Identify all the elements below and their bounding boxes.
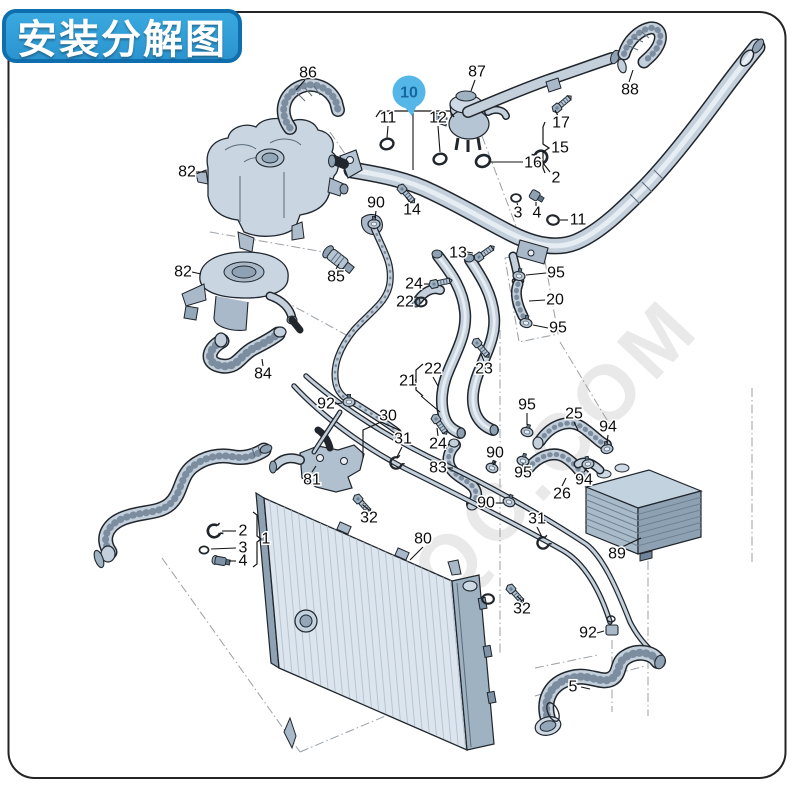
part-label-17: 17 [552, 115, 570, 132]
part-label-92: 92 [579, 625, 597, 642]
part-label-32: 32 [513, 601, 531, 618]
expansion-tank-82 [195, 117, 349, 253]
part-label-26: 26 [553, 486, 571, 503]
part-label-82: 82 [174, 264, 192, 281]
part-label-88: 88 [621, 82, 639, 99]
part-label-90: 90 [477, 495, 495, 512]
hose-25 [532, 423, 606, 449]
part-label-11: 11 [570, 212, 587, 229]
water-outlet-81 [269, 426, 365, 493]
part-label-24: 24 [429, 436, 447, 453]
part-label-21: 21 [399, 373, 417, 390]
bleed-valve-85 [322, 245, 355, 275]
part-label-22: 22 [424, 361, 442, 378]
part-label-4: 4 [533, 205, 542, 222]
water-pipes-21 [411, 249, 498, 438]
part-label-90: 90 [367, 195, 385, 212]
radiator-80 [255, 491, 497, 752]
diagram-border [7, 11, 787, 779]
hose-20 [516, 284, 523, 316]
part-label-1: 1 [262, 531, 271, 548]
cooler-plates [585, 492, 702, 547]
part-label-80: 80 [414, 531, 432, 548]
part-label-13: 13 [449, 245, 467, 262]
part-label-31: 31 [394, 431, 412, 448]
part-label-94: 94 [575, 472, 593, 489]
part-label-92: 92 [317, 396, 335, 413]
part-label-83: 83 [429, 460, 447, 477]
radiator-hose-1 [93, 443, 273, 569]
part-label-84: 84 [254, 366, 272, 383]
part-label-86: 86 [299, 65, 317, 82]
part-label-94: 94 [599, 419, 617, 436]
radiator-fins [269, 500, 466, 749]
part-label-95: 95 [514, 465, 532, 482]
hose-5 [534, 653, 667, 736]
reservoir-82-lower [181, 251, 304, 334]
hose-86 [284, 85, 338, 128]
part-label-31: 31 [528, 511, 546, 528]
part-label-81: 81 [303, 472, 321, 489]
part-label-82: 82 [178, 164, 196, 181]
part-label-95: 95 [547, 265, 565, 282]
part-label-95: 95 [549, 320, 567, 337]
part-label-95: 95 [518, 397, 536, 414]
part-label-3: 3 [514, 205, 523, 222]
part-label-2: 2 [239, 523, 248, 540]
part-label-23: 23 [475, 361, 493, 378]
connector-92-icon [605, 624, 619, 636]
part-label-30: 30 [379, 408, 397, 425]
part-label-12: 12 [429, 110, 447, 127]
highlight-bubble-label: 10 [400, 85, 418, 102]
coolant-pipe-10 [328, 37, 766, 286]
part-label-32: 32 [360, 510, 378, 527]
part-label-90: 90 [486, 445, 504, 462]
leader-lines [191, 69, 642, 690]
part-label-24: 24 [405, 276, 423, 293]
part-label-87: 87 [468, 64, 486, 81]
part-label-89: 89 [608, 546, 626, 563]
sensor-4-icon [528, 189, 545, 203]
part-label-4: 4 [239, 553, 248, 570]
part-label-3: 3 [239, 540, 248, 557]
part-label-22: 22 [396, 294, 414, 311]
bleed-pipe-and-hose-88 [468, 28, 660, 112]
part-label-5: 5 [569, 679, 578, 696]
title-badge: 安装分解图 [2, 9, 242, 63]
highlight-bubble-10[interactable]: 10 [392, 75, 426, 117]
pipe-network-30 [294, 376, 653, 652]
plug-4b-icon [211, 554, 231, 566]
hose-84 [210, 326, 287, 366]
part-label-25: 25 [565, 406, 583, 423]
part-label-16: 16 [524, 155, 542, 172]
part-label-20: 20 [546, 292, 564, 309]
small-parts [198, 92, 615, 606]
part-label-14: 14 [403, 202, 421, 219]
part-label-15: 15 [551, 140, 569, 157]
part-label-2: 2 [552, 170, 561, 187]
page-title: 安装分解图 [17, 18, 227, 62]
part-label-11: 11 [380, 110, 397, 127]
part-label-85: 85 [327, 269, 345, 286]
